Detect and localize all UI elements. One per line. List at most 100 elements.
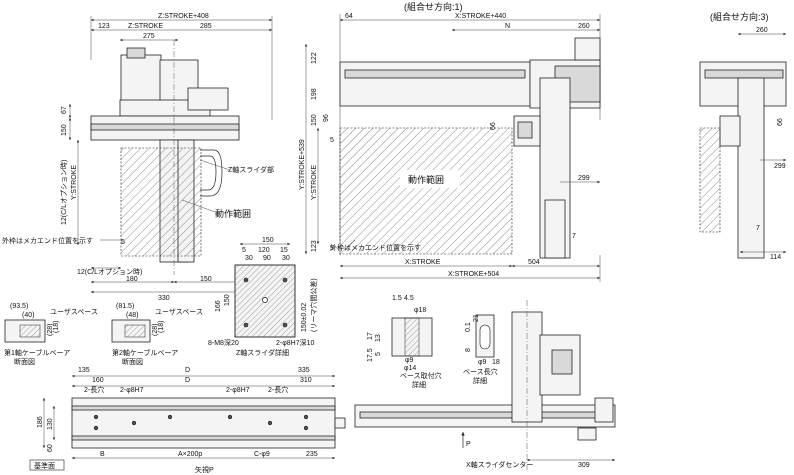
bv-dim-D-top: D	[185, 367, 190, 374]
dim-y-stroke-v1: Y:STROKE	[311, 165, 318, 200]
dim-cl-option-bottom: 12(C/Lオプション時)	[77, 268, 142, 276]
dim-150: 150	[61, 124, 68, 136]
sd-dim-21: 21	[473, 314, 480, 322]
dim-5-v1-top: 5	[330, 137, 334, 144]
sd-dim-0-1: 0.1	[465, 322, 472, 332]
dim-299-v1: 299	[578, 175, 590, 182]
cb1-dim-28: (28)	[47, 324, 54, 336]
dim-5-side: 5	[121, 239, 125, 246]
dim-150-bottom: 150	[200, 276, 212, 283]
dim-150-v1: 150	[311, 114, 318, 126]
zd-dim-90: 90	[263, 255, 271, 262]
bh-dim-phi18: φ18	[414, 307, 426, 314]
dim-114-v3: 114	[770, 254, 781, 261]
bh-title-1: ベース取付穴	[400, 371, 442, 380]
view3-heading: (組合せ方向:3)	[710, 11, 769, 22]
dim-260-v3: 260	[756, 27, 768, 34]
bv-dim-235: 235	[306, 451, 318, 458]
dim-122: 122	[311, 52, 318, 64]
dim-299-v3: 299	[774, 163, 786, 170]
zd-dim-150: 150	[262, 237, 274, 244]
bottom-view: 135 D 335 160 D 310 2-長穴 2-φ8H7 2-φ8H7 2…	[29, 367, 346, 474]
bh-dim-phi9: φ9	[405, 357, 414, 364]
bh-dim-17-5: 17.5	[367, 348, 374, 362]
dim-66-v1: 66	[490, 122, 497, 130]
bh-dim-5: 5	[375, 352, 382, 356]
dim-309: 309	[578, 462, 590, 469]
dim-504: 504	[528, 259, 540, 266]
dim-y-stroke: Y:STROKE	[71, 165, 78, 200]
view1-heading: (組合せ方向:1)	[404, 1, 463, 12]
sd-dim-8: 8	[465, 348, 472, 352]
dim-N: N	[505, 23, 510, 30]
cb2-title-2: 断面図	[122, 357, 143, 366]
sd-dim-phi9: φ9	[478, 359, 487, 366]
dim-123: 123	[98, 23, 110, 30]
dim-275: 275	[143, 33, 155, 40]
dim-7-v3: 7	[756, 225, 760, 232]
bv-dim-135: 135	[78, 367, 90, 374]
cb2-dim-28: (28)	[152, 324, 159, 336]
bv-dim-310: 310	[300, 377, 312, 384]
bv-hole-slot-right: 2-長穴	[268, 385, 288, 394]
zd-dim-tolerance: 150±0.02	[301, 303, 308, 332]
dim-123-v1: 123	[311, 240, 318, 252]
cb1-dim-40: (40)	[22, 312, 34, 319]
view-direction-3: (組合せ方向:3) 260 66 299 7 114	[699, 11, 787, 261]
bv-dim-130: 130	[47, 418, 54, 430]
zd-note-m8: 8-M8深20	[208, 338, 239, 347]
cb2-dim-18: (18)	[158, 321, 165, 333]
cb1-user-space: ユーザスペース	[50, 308, 98, 316]
zd-dim-30b: 30	[282, 255, 290, 262]
zd-dim-120: 120	[258, 247, 270, 254]
dim-260: 260	[578, 23, 590, 30]
sd-title-2: 詳細	[473, 376, 487, 385]
cb2-user-space: ユーザスペース	[155, 308, 203, 316]
dim-66-v3: 66	[777, 118, 784, 126]
dim-7-v1: 7	[572, 233, 576, 240]
bv-hole-h7-right: 2-φ8H7	[226, 387, 250, 394]
dim-198: 198	[311, 88, 318, 100]
zd-dim-reamer: (リーマ穴間公差)	[309, 278, 318, 332]
sd-title-1: ベース長穴	[463, 367, 498, 376]
front-small-view: P X軸スライダセンター 309	[354, 300, 616, 470]
view1-end-note: 外枠はメカエンド位置を示す	[330, 243, 421, 252]
zd-title: Z軸スライダ詳細	[236, 348, 289, 357]
bh-dim-13: 13	[375, 334, 382, 342]
side-end-note: 外枠はメカエンド位置を示す	[2, 236, 93, 245]
dim-67: 67	[61, 106, 68, 114]
zd-dim-166: 166	[215, 300, 222, 312]
cb2-dim-81-5: (81.5)	[116, 303, 134, 310]
bv-hole-slot-left: 2-長穴	[84, 385, 104, 394]
z-slider-label: Z軸スライダ部	[228, 165, 274, 174]
dim-x-stroke: X:STROKE	[405, 259, 441, 266]
bv-dim-335: 335	[298, 367, 310, 374]
dim-y-stroke-539: Y:STROKE+539	[299, 139, 306, 190]
dim-z-stroke: Z:STROKE	[128, 23, 163, 30]
bv-dim-160: 160	[92, 377, 104, 384]
dim-5-v1-bottom: 5	[330, 245, 334, 252]
dim-64: 64	[345, 13, 353, 20]
bh-dim-4-5: 4.5	[404, 295, 414, 302]
zd-dim-150-v: 150	[224, 294, 231, 306]
bv-hole-h7-left: 2-φ8H7	[120, 387, 144, 394]
view-direction-1: (組合せ方向:1) 64 X:STROKE+440 N 260 動作範囲 Y:S…	[299, 1, 601, 282]
zd-dim-15: 15	[280, 247, 288, 254]
dim-180: 180	[126, 276, 138, 283]
cb1-dim-93-5: (93.5)	[10, 303, 28, 310]
sd-dim-18: 18	[492, 359, 500, 366]
bh-dim-1-5: 1.5	[392, 295, 402, 302]
dim-x-stroke-440: X:STROKE+440	[455, 13, 506, 20]
cb1-title-1: 第1軸ケーブルベーア	[4, 348, 70, 357]
bh-dim-17: 17	[367, 332, 374, 340]
bv-dim-186: 186	[37, 416, 44, 428]
cb1-title-2: 断面図	[14, 357, 35, 366]
slot-detail: 8 φ9 0.1 21 18 ベース長穴 詳細	[463, 314, 500, 385]
dim-285: 285	[200, 23, 212, 30]
bv-dim-B: B	[100, 451, 105, 458]
cb2-title-1: 第2軸ケーブルベーア	[112, 348, 178, 357]
side-range-label: 動作範囲	[215, 208, 251, 219]
bv-dim-C-phi9: C-φ9	[254, 451, 270, 458]
zd-note-h7: 2-φ8H7深10	[276, 338, 314, 347]
dim-x-stroke-504: X:STROKE+504	[448, 271, 499, 278]
